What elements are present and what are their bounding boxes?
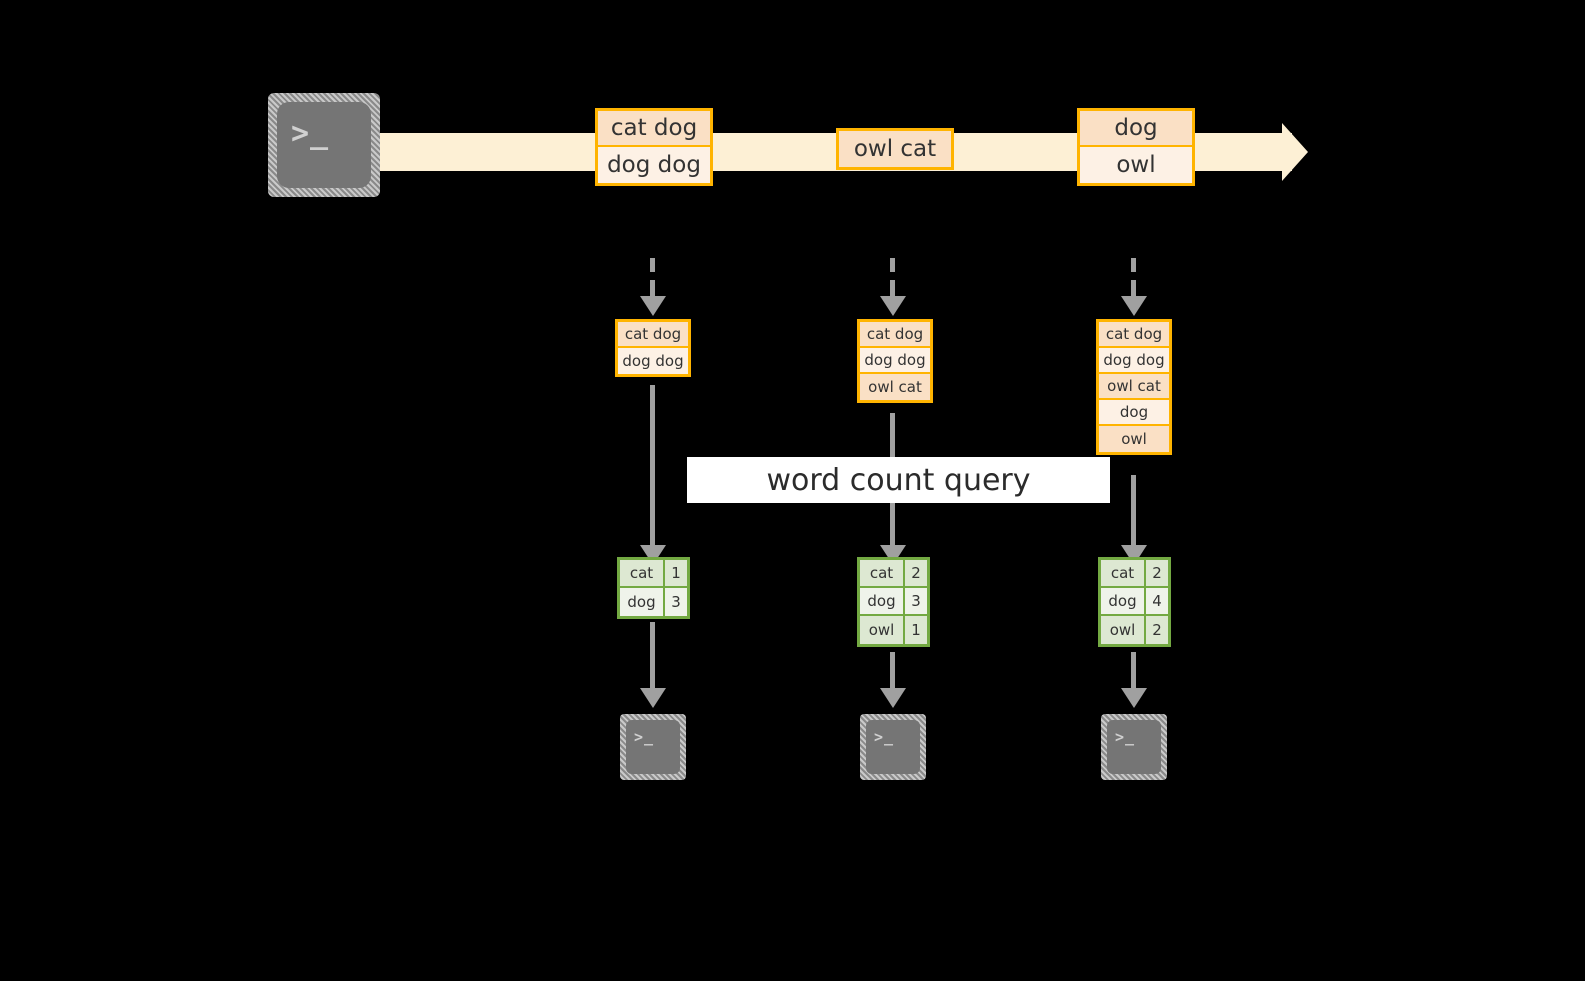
table-row: dog 4 — [1101, 588, 1168, 616]
result-count: 4 — [1146, 588, 1168, 614]
connector-stream-to-microbatch-3 — [1131, 258, 1136, 300]
stream-batch-3: dog owl — [1077, 108, 1195, 186]
terminal-screen: >_ — [866, 720, 920, 774]
table-row: cat 1 — [620, 560, 687, 588]
result-count: 2 — [1146, 616, 1168, 644]
connector-arrowhead — [880, 296, 906, 316]
result-count: 1 — [665, 560, 687, 586]
result-table-2: cat 2 dog 3 owl 1 — [857, 557, 930, 647]
table-row: cat 2 — [860, 560, 927, 588]
query-label-text: word count query — [766, 462, 1031, 498]
result-word: dog — [860, 588, 905, 614]
table-row: cat 2 — [1101, 560, 1168, 588]
terminal-prompt-glyph: >_ — [634, 728, 655, 746]
result-word: dog — [620, 588, 665, 616]
connector-query-3 — [1131, 475, 1136, 555]
stream-arrowhead — [1282, 123, 1308, 181]
table-row: owl 1 — [860, 616, 927, 644]
result-count: 3 — [905, 588, 927, 614]
table-row: dog 3 — [620, 588, 687, 616]
microbatch-line: owl cat — [860, 374, 930, 400]
result-word: cat — [860, 560, 905, 586]
stream-batch-line: cat dog — [598, 111, 710, 147]
microbatch-1: cat dog dog dog — [615, 319, 691, 377]
result-count: 2 — [1146, 560, 1168, 586]
connector-stream-to-microbatch-1 — [650, 258, 655, 300]
connector-arrowhead — [1121, 688, 1147, 708]
microbatch-line: dog dog — [860, 348, 930, 374]
connector-result-to-sink-2 — [890, 652, 895, 692]
connector-arrowhead — [1121, 296, 1147, 316]
connector-arrowhead — [640, 296, 666, 316]
sink-terminal-icon-2[interactable]: >_ — [860, 714, 926, 780]
result-count: 3 — [665, 588, 687, 616]
sink-terminal-icon-1[interactable]: >_ — [620, 714, 686, 780]
terminal-prompt-glyph: >_ — [874, 728, 895, 746]
stream-batch-line: dog — [1080, 111, 1192, 147]
result-word: cat — [620, 560, 665, 586]
terminal-screen: >_ — [626, 720, 680, 774]
terminal-screen: >_ — [277, 102, 371, 188]
result-word: cat — [1101, 560, 1146, 586]
result-word: dog — [1101, 588, 1146, 614]
result-count: 1 — [905, 616, 927, 644]
microbatch-line: cat dog — [860, 322, 930, 348]
microbatch-line: dog dog — [618, 348, 688, 374]
terminal-prompt-glyph: >_ — [1115, 728, 1136, 746]
microbatch-line: owl — [1099, 426, 1169, 452]
table-row: dog 3 — [860, 588, 927, 616]
stream-batch-line: owl — [1080, 147, 1192, 183]
connector-stream-to-microbatch-2 — [890, 258, 895, 300]
result-table-1: cat 1 dog 3 — [617, 557, 690, 619]
query-label: word count query — [687, 457, 1110, 503]
table-row: owl 2 — [1101, 616, 1168, 644]
stream-batch-line: owl cat — [839, 131, 951, 167]
connector-arrowhead — [640, 688, 666, 708]
result-table-3: cat 2 dog 4 owl 2 — [1098, 557, 1171, 647]
terminal-prompt-glyph: >_ — [291, 116, 330, 151]
sink-terminal-icon-3[interactable]: >_ — [1101, 714, 1167, 780]
connector-result-to-sink-1 — [650, 622, 655, 692]
microbatch-line: dog dog — [1099, 348, 1169, 374]
microbatch-line: cat dog — [618, 322, 688, 348]
stream-batch-1: cat dog dog dog — [595, 108, 713, 186]
microbatch-2: cat dog dog dog owl cat — [857, 319, 933, 403]
stream-batch-line: dog dog — [598, 147, 710, 183]
microbatch-3: cat dog dog dog owl cat dog owl — [1096, 319, 1172, 455]
result-word: owl — [1101, 616, 1146, 644]
result-count: 2 — [905, 560, 927, 586]
microbatch-line: owl cat — [1099, 374, 1169, 400]
connector-arrowhead — [880, 688, 906, 708]
result-word: owl — [860, 616, 905, 644]
connector-result-to-sink-3 — [1131, 652, 1136, 692]
stream-batch-2: owl cat — [836, 128, 954, 170]
terminal-screen: >_ — [1107, 720, 1161, 774]
microbatch-line: cat dog — [1099, 322, 1169, 348]
connector-query-1 — [650, 385, 655, 555]
source-terminal-icon[interactable]: >_ — [268, 93, 380, 197]
microbatch-line: dog — [1099, 400, 1169, 426]
